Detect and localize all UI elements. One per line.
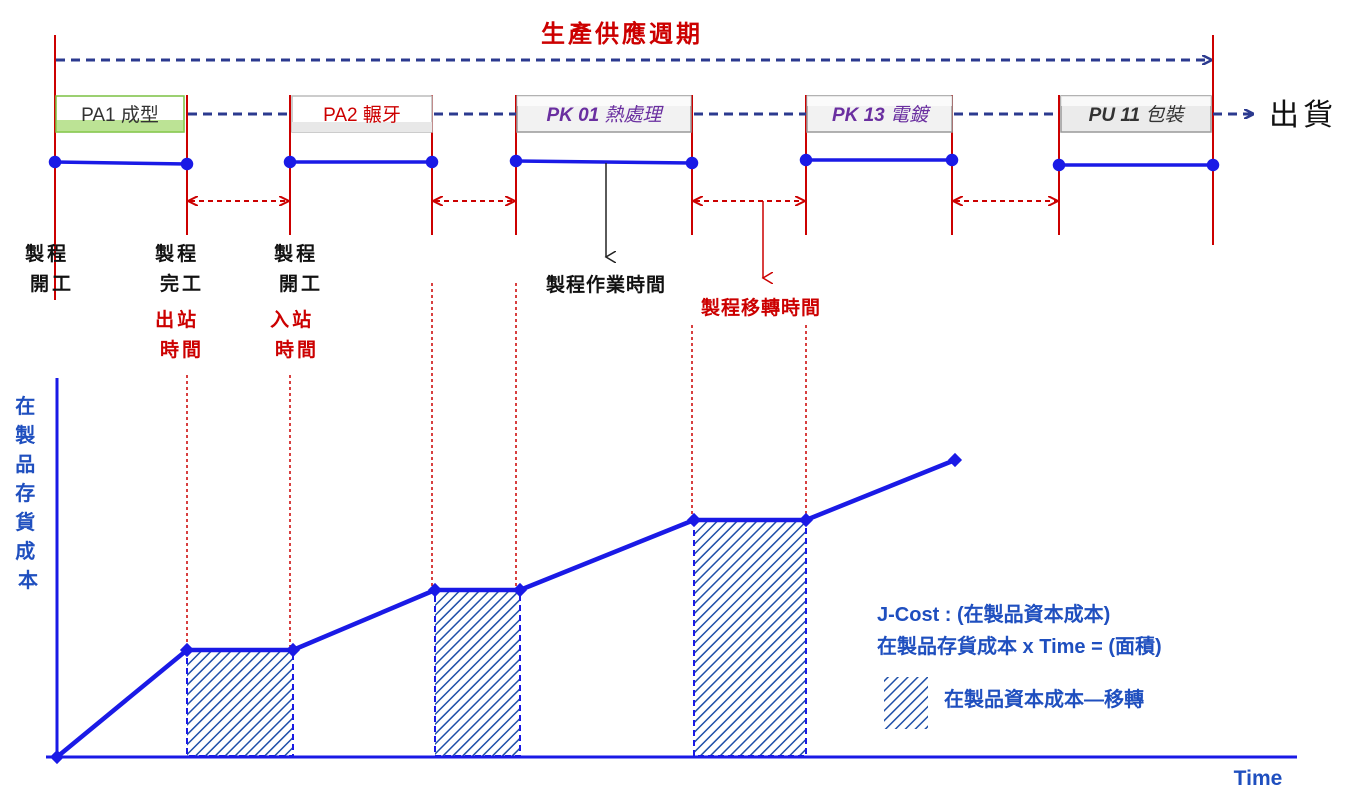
process-box-pa1: PA1 成型 bbox=[55, 95, 185, 133]
svg-text:PA2 輾牙: PA2 輾牙 bbox=[323, 104, 401, 126]
process-box-pa2: PA2 輾牙 bbox=[291, 95, 433, 133]
legend-label: 在製品資本成本—移轉 bbox=[944, 687, 1144, 711]
shipment-label: 出貨 bbox=[1269, 98, 1337, 133]
process-box-pu11: PU 11 包裝 bbox=[1060, 95, 1212, 133]
cycle-title: 生產供應週期 bbox=[541, 19, 703, 48]
boundary-lines bbox=[54, 35, 1214, 300]
process-box-pk01: PK 01 熱處理 bbox=[516, 95, 692, 133]
process-name: 包裝 bbox=[1145, 104, 1186, 126]
process-name: 成型 bbox=[121, 104, 159, 126]
operation-bars bbox=[48, 153, 1220, 172]
label-start-2: 製程 開工 bbox=[273, 243, 328, 295]
formula-line-1: J-Cost : (在製品資本成本) bbox=[877, 602, 1110, 626]
process-code: PU 11 bbox=[1089, 105, 1140, 126]
wip-cost-points bbox=[49, 452, 963, 765]
x-axis-label: Time bbox=[1234, 767, 1283, 790]
label-entry-time: 入站 時間 bbox=[270, 308, 324, 361]
label-finish: 製程 完工 bbox=[154, 243, 209, 295]
svg-text:PU 11 包裝: PU 11 包裝 bbox=[1089, 104, 1187, 126]
process-box-pk13: PK 13 電鍍 bbox=[806, 95, 953, 133]
label-start-1: 製程 開工 bbox=[24, 243, 79, 295]
svg-text:PA1 成型: PA1 成型 bbox=[81, 104, 159, 126]
formula-line-2: 在製品存貨成本 x Time = (面積) bbox=[877, 634, 1162, 658]
process-name: 輾牙 bbox=[363, 104, 401, 126]
drop-lines bbox=[186, 283, 807, 650]
label-operation-time: 製程作業時間 bbox=[545, 273, 666, 296]
svg-text:PK 01 熱處理: PK 01 熱處理 bbox=[546, 104, 664, 126]
legend-swatch bbox=[884, 677, 928, 729]
process-name: 電鍍 bbox=[890, 104, 931, 126]
transfer-cost-areas bbox=[186, 519, 807, 757]
process-name: 熱處理 bbox=[605, 104, 665, 126]
process-code: PK 13 bbox=[832, 105, 885, 126]
process-code: PA2 bbox=[323, 105, 358, 126]
wip-cost-curve bbox=[55, 457, 956, 759]
label-transfer-time: 製程移轉時間 bbox=[700, 296, 821, 319]
label-exit-time: 出站 時間 bbox=[155, 308, 209, 361]
y-axis-label: 在 製 品 存 貨 成 本 bbox=[15, 394, 41, 592]
svg-text:PK 13 電鍍: PK 13 電鍍 bbox=[832, 104, 931, 126]
process-code: PA1 bbox=[81, 105, 116, 126]
process-code: PK 01 bbox=[546, 105, 599, 126]
